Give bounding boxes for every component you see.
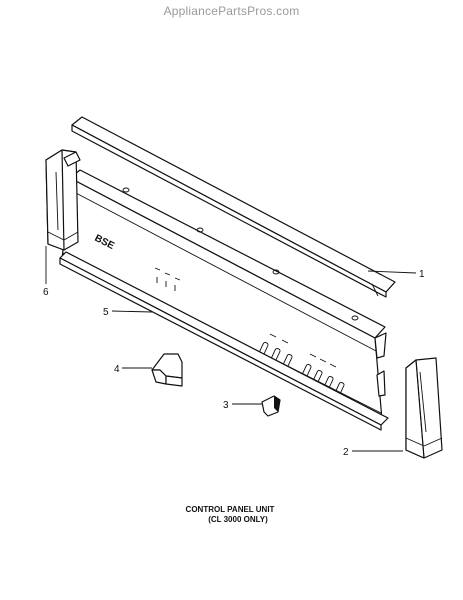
callout-1: 1 xyxy=(419,269,425,280)
watermark: AppliancePartsPros.com xyxy=(163,4,300,18)
part-4-bracket xyxy=(151,353,183,387)
leader-5 xyxy=(111,310,153,313)
part-5-lower-strip xyxy=(59,251,389,431)
part-1-top-trim xyxy=(71,116,396,298)
callout-6: 6 xyxy=(43,287,49,298)
leader-1 xyxy=(367,270,417,274)
caption-title: CONTROL PANEL UNIT xyxy=(185,505,275,514)
part-2-right-end-cap xyxy=(405,357,443,459)
callout-5: 5 xyxy=(103,307,109,318)
callout-2: 2 xyxy=(343,447,349,458)
callout-4: 4 xyxy=(114,364,120,375)
caption-subtitle: (CL 3000 ONLY) xyxy=(208,515,268,524)
diagram-caption: CONTROL PANEL UNIT (CL 3000 ONLY) xyxy=(150,505,310,525)
part-3-knob xyxy=(261,395,281,417)
callout-3: 3 xyxy=(223,400,229,411)
part-6-left-end-cap xyxy=(45,149,81,251)
